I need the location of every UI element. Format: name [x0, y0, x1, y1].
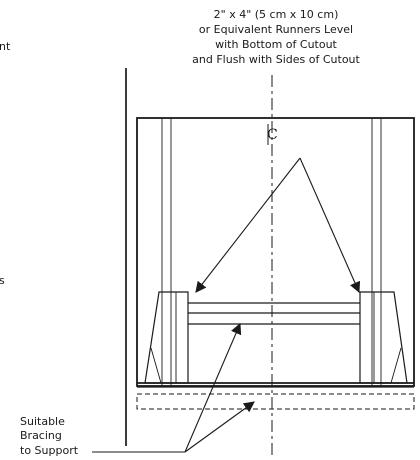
bracing-arrow-1: [184, 322, 242, 453]
bracing-arrow-2: [184, 401, 255, 453]
left-runner-arrow: [195, 157, 301, 293]
bracing-callout-line-1: Suitable: [20, 415, 65, 428]
left-runner-block: [144, 291, 189, 384]
runner-callout-line-2: or Equivalent Runners Level: [199, 23, 353, 36]
right-runner-edge: [390, 347, 402, 384]
runner-callout-line-3: with Bottom of Cutout: [215, 38, 337, 51]
left-runner-edge: [150, 347, 162, 384]
runner-callout-line-4: and Flush with Sides of Cutout: [192, 53, 360, 66]
bracing-dashed-box: [136, 393, 415, 410]
partial-left-text-1: nt: [0, 40, 11, 53]
right-runner-block: [359, 291, 408, 384]
partial-left-text-2: s: [0, 274, 5, 287]
cutout-outline: [136, 117, 415, 387]
runner-callout-line-1: 2" x 4" (5 cm x 10 cm): [214, 8, 339, 21]
bracing-callout-line-3: to Support: [20, 444, 79, 457]
bracing-callout-line-2: Bracing: [20, 429, 62, 442]
right-runner-arrow: [299, 157, 361, 294]
centerline-symbol: C: [267, 127, 278, 143]
